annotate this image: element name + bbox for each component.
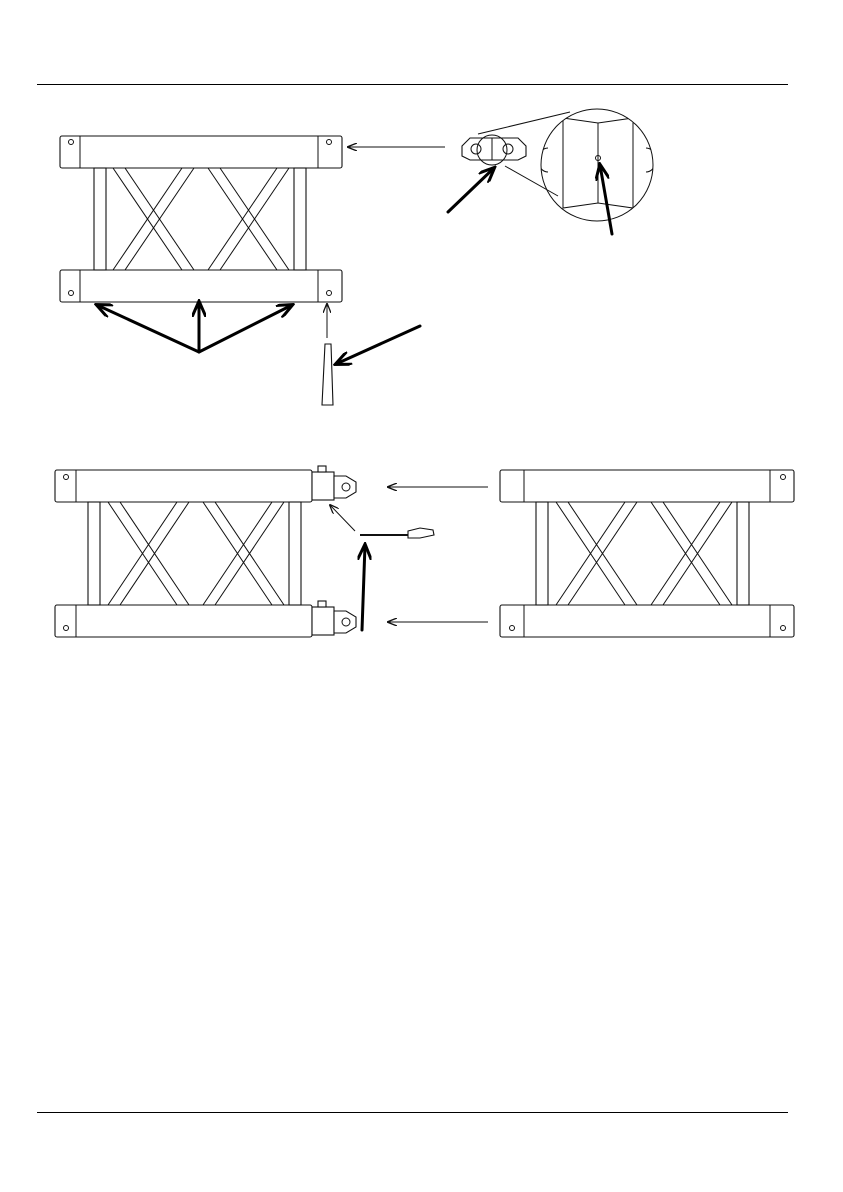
callout-arrow-spigot: [336, 326, 420, 364]
safety-clip: [360, 528, 434, 538]
truss-segment-right: [500, 470, 794, 637]
callout-arrows-chord: [97, 302, 292, 352]
callout-arrow-clip: [362, 545, 365, 630]
truss-segment-left: [55, 466, 356, 637]
callout-arrow-connector: [448, 168, 494, 212]
callout-arrow-pin-hole: [600, 165, 612, 234]
conical-connector: [462, 135, 526, 165]
magnifier-guide-top: [478, 112, 570, 134]
connector-pin: [322, 344, 333, 405]
figure-2: [55, 466, 794, 637]
magnifier-guide-bottom: [505, 166, 558, 196]
figure-1: [60, 109, 656, 405]
truss-segment-top: [60, 136, 342, 302]
arrow-clip-insert: [330, 505, 355, 531]
detail-magnifier: [538, 109, 656, 221]
